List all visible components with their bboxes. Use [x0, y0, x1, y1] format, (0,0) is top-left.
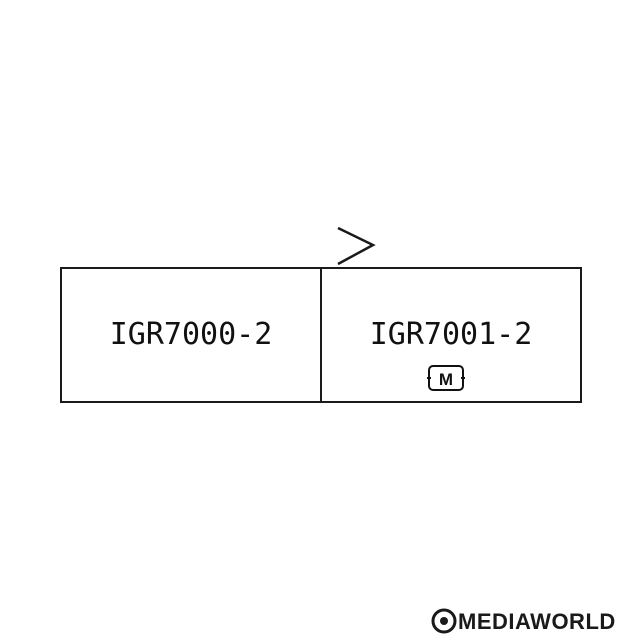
motor-badge-label: M [439, 370, 453, 389]
direction-chevron-icon [337, 226, 376, 266]
watermark-text: MEDIAWORLD [458, 609, 616, 634]
car-2-body [320, 267, 582, 403]
car-2-label: IGR7001-2 [370, 317, 533, 352]
medal-logo-icon [431, 608, 457, 634]
motor-badge: M [427, 365, 465, 391]
car-1: IGR7000-2 [60, 267, 322, 403]
car-1-label: IGR7000-2 [110, 317, 273, 352]
car-2: IGR7001-2 M [320, 267, 582, 403]
mediaworld-watermark: MEDIAWORLD [431, 608, 616, 634]
medal-logo-inner-icon [440, 617, 448, 625]
